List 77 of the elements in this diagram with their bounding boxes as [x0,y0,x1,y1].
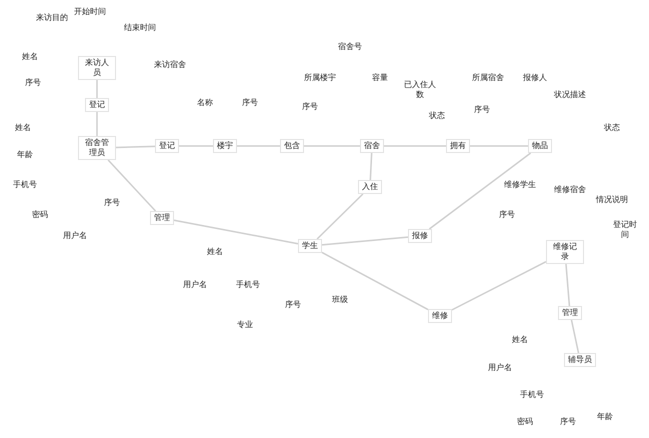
attribute-label: 所属楼宇 [304,73,336,83]
attribute-label: 序号 [474,105,490,115]
attribute-label: 年龄 [17,150,33,160]
attribute-label: 已入住人数 [403,80,437,100]
er-box: 登记 [85,98,109,112]
er-box: 楼宇 [213,139,237,153]
attribute-label: 密码 [517,417,533,427]
connector-line [322,236,408,246]
er-box: 维修 [428,309,452,323]
er-box: 管理 [558,306,582,320]
attribute-label: 容量 [372,73,388,83]
er-box: 包含 [280,139,304,153]
er-box: 入住 [358,180,382,194]
er-box: 来访人员 [78,56,116,80]
attribute-label: 状态 [604,123,620,133]
attribute-label: 状态 [429,111,445,121]
connector-line [179,145,213,147]
er-box: 学生 [298,239,322,253]
attribute-label: 姓名 [512,335,528,345]
er-box: 物品 [528,139,552,153]
attribute-label: 序号 [25,78,41,88]
attribute-label: 登记时间 [613,220,637,240]
er-box: 报修 [408,229,432,243]
attribute-label: 维修学生 [504,180,536,190]
attribute-label: 手机号 [13,180,37,190]
connector-line [108,160,156,212]
connector-line [565,264,570,306]
connector-line [174,220,298,244]
connector-line [316,193,364,240]
attribute-label: 来访目的 [36,13,68,23]
er-box: 管理 [150,211,174,225]
attribute-label: 序号 [285,300,301,310]
connector-line [428,152,532,230]
attribute-label: 报修人 [523,73,547,83]
attribute-label: 维修宿舍 [554,185,586,195]
connector-line [96,112,98,136]
attribute-label: 用户名 [488,363,512,373]
attribute-label: 用户名 [183,280,207,290]
er-box: 宿舍 [360,139,384,153]
connector-line [570,320,580,354]
er-box: 辅导员 [564,353,596,367]
er-box: 维修记录 [546,240,584,264]
connector-line [116,146,156,148]
connector-line [470,145,528,147]
attribute-label: 序号 [242,98,258,108]
attribute-label: 序号 [104,198,120,208]
attribute-label: 情况说明 [596,195,628,205]
attribute-label: 年龄 [597,412,613,422]
attribute-label: 手机号 [520,390,544,400]
attribute-label: 姓名 [15,123,31,133]
er-box: 拥有 [446,139,470,153]
attribute-label: 序号 [499,210,515,220]
connector-line [237,145,280,147]
attribute-label: 密码 [32,210,48,220]
attribute-label: 宿舍号 [338,42,362,52]
connector-line [96,80,98,98]
attribute-label: 序号 [560,417,576,427]
connector-line [370,152,372,180]
attribute-label: 序号 [302,102,318,112]
attribute-label: 名称 [197,98,213,108]
attribute-label: 姓名 [22,52,38,62]
attribute-label: 专业 [237,320,253,330]
attribute-label: 所属宿舍 [472,73,504,83]
connector-line [304,145,360,147]
connector-line [322,252,428,310]
attribute-label: 开始时间 [74,7,106,17]
er-box: 宿舍管理员 [78,136,116,160]
attribute-label: 手机号 [236,280,260,290]
attribute-label: 来访宿舍 [154,60,186,70]
attribute-label: 姓名 [207,247,223,257]
attribute-label: 结束时间 [124,23,156,33]
er-box: 登记 [155,139,179,153]
attribute-label: 用户名 [63,231,87,241]
connector-line [452,261,546,311]
connector-line [384,145,446,147]
attribute-label: 状况描述 [554,90,586,100]
attribute-label: 班级 [332,295,348,305]
